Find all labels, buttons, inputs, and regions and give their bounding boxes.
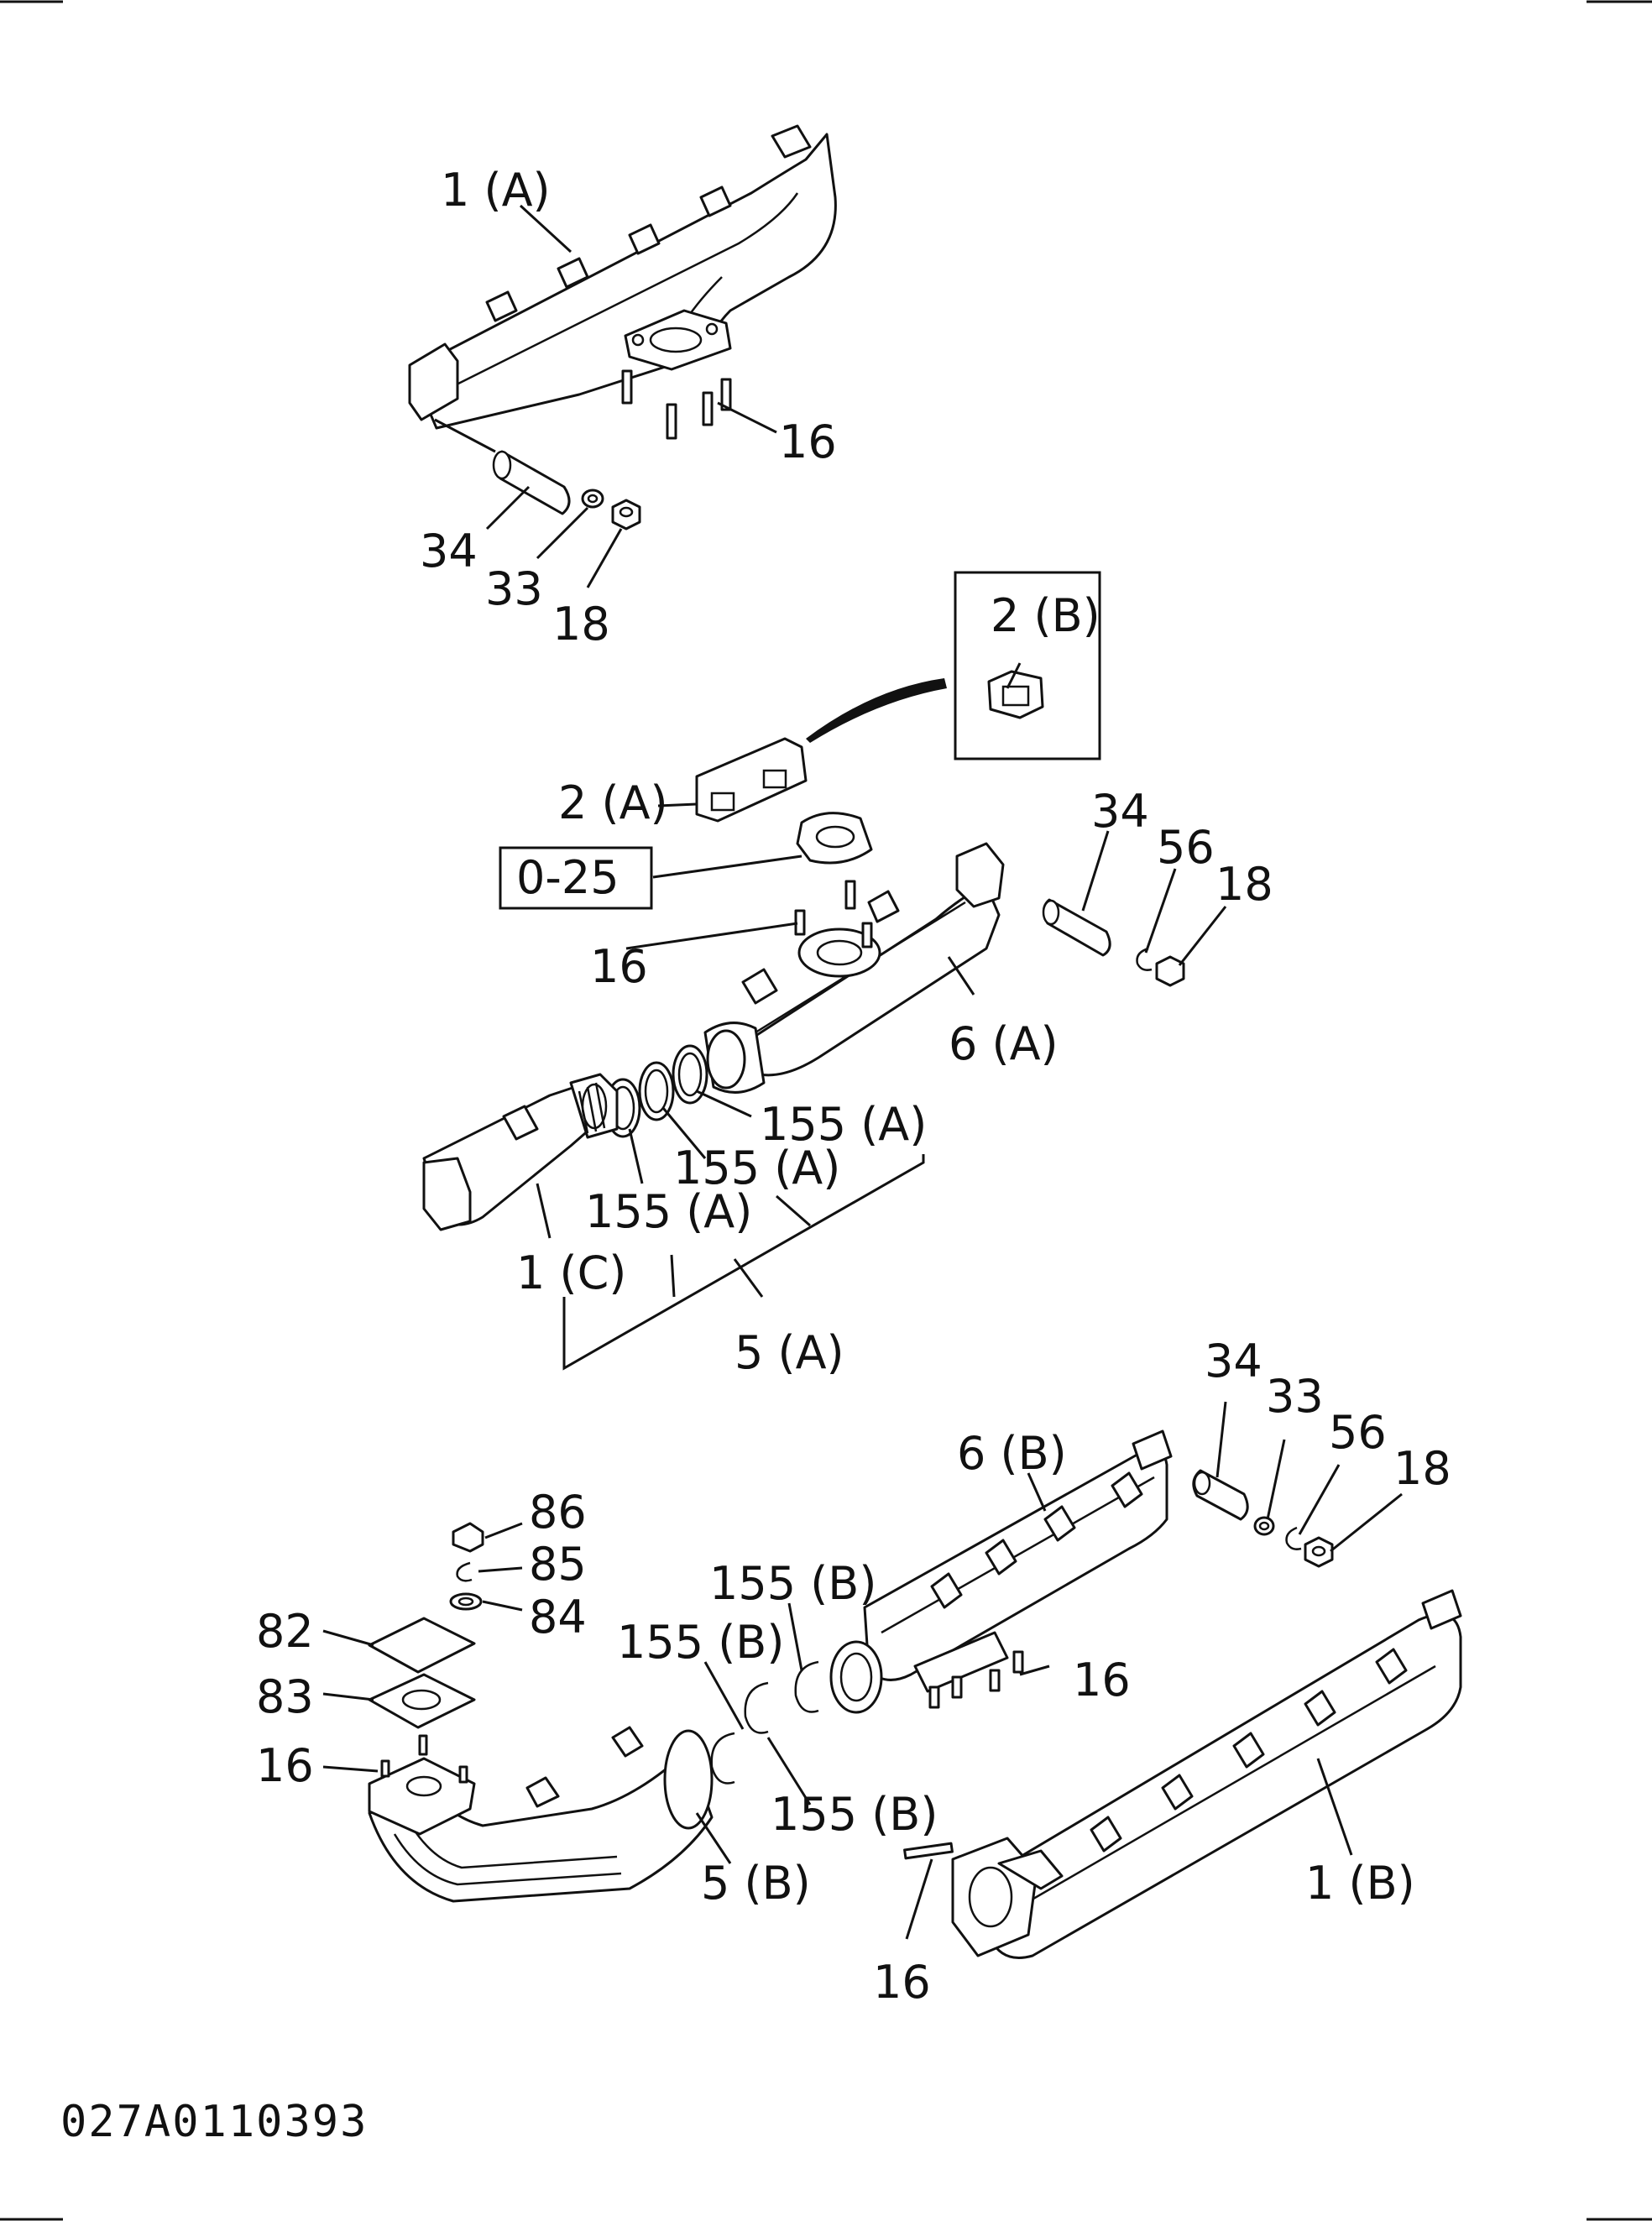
seal-rings-155a	[604, 1044, 708, 1138]
label-5b: 5 (B)	[701, 1857, 811, 1910]
washer-33-top	[581, 489, 604, 509]
leaders-bot	[322, 1401, 1403, 1940]
studs-16-6b	[928, 1650, 1024, 1709]
label-34-bot: 34	[1205, 1335, 1263, 1387]
label-1a: 1 (A)	[441, 164, 551, 217]
label-18-bot: 18	[1393, 1442, 1451, 1495]
detail-box-2b	[806, 571, 1101, 760]
seal-rings-155b	[710, 1660, 819, 1785]
leaders-top	[434, 204, 777, 588]
label-16-top: 16	[779, 415, 837, 468]
label-155b-2: 155 (B)	[617, 1616, 784, 1669]
label-18-mid: 18	[1215, 858, 1273, 911]
label-1c: 1 (C)	[516, 1246, 626, 1299]
label-33-top: 33	[485, 562, 543, 615]
ref-box-0-25	[499, 846, 653, 910]
manifold-1a	[408, 124, 837, 430]
studs-16-top	[621, 369, 732, 440]
leaders-mid	[536, 662, 1227, 1371]
stud-16-bottom	[903, 1842, 954, 1860]
spacer-34-mid	[1042, 898, 1111, 957]
manifold-1b	[951, 1589, 1462, 1959]
diagram-code: 027A0110393	[60, 2097, 368, 2147]
label-18-top: 18	[552, 598, 610, 651]
label-1b: 1 (B)	[1305, 1857, 1415, 1910]
label-56-mid: 56	[1157, 821, 1215, 874]
label-16-left: 16	[256, 1739, 314, 1792]
clip-56-bot	[1285, 1526, 1302, 1550]
label-6a: 6 (A)	[949, 1017, 1059, 1070]
label-155a-2: 155 (A)	[673, 1142, 840, 1194]
label-16-right: 16	[1073, 1654, 1131, 1706]
spacer-34-bot	[1192, 1469, 1249, 1521]
manifold-6b	[829, 1429, 1173, 1714]
label-33-bot: 33	[1266, 1370, 1324, 1423]
label-86: 86	[529, 1486, 587, 1539]
nut-18-mid	[1155, 955, 1185, 987]
label-155a-3: 155 (A)	[585, 1185, 752, 1238]
label-16-mid: 16	[590, 940, 648, 993]
label-155a-1: 155 (A)	[760, 1098, 927, 1151]
label-83: 83	[256, 1670, 314, 1723]
label-16-bottom: 16	[873, 1956, 931, 2009]
elbow-5b	[368, 1726, 714, 1903]
flange-parts-82-86	[368, 1522, 484, 1729]
nut-18-bot	[1304, 1536, 1334, 1568]
label-34-top: 34	[420, 525, 478, 577]
label-5a: 5 (A)	[735, 1326, 844, 1379]
part-labels: 1 (A) 16 34 33 18 2 (B) 2 (A) 0-25 34 56…	[256, 164, 1451, 2009]
label-34-mid: 34	[1091, 785, 1149, 838]
spacer-34-top	[492, 450, 571, 515]
manifold-6a	[703, 842, 1005, 1094]
label-2b: 2 (B)	[991, 589, 1100, 642]
label-155b-1: 155 (B)	[709, 1557, 876, 1610]
gasket-2a	[695, 737, 808, 823]
washer-33-bot	[1253, 1516, 1275, 1536]
label-85: 85	[529, 1538, 587, 1591]
label-82: 82	[256, 1605, 314, 1658]
gasket-0-25	[796, 812, 873, 865]
manifold-1c	[422, 1073, 619, 1231]
nut-18-top	[611, 499, 641, 530]
label-56-bot: 56	[1329, 1406, 1387, 1459]
label-84: 84	[529, 1591, 587, 1644]
label-2a: 2 (A)	[558, 776, 668, 829]
label-ref-0-25: 0-25	[516, 851, 620, 904]
label-6b: 6 (B)	[957, 1427, 1067, 1480]
label-155b-3: 155 (B)	[771, 1788, 938, 1841]
clip-56-mid	[1136, 947, 1153, 971]
